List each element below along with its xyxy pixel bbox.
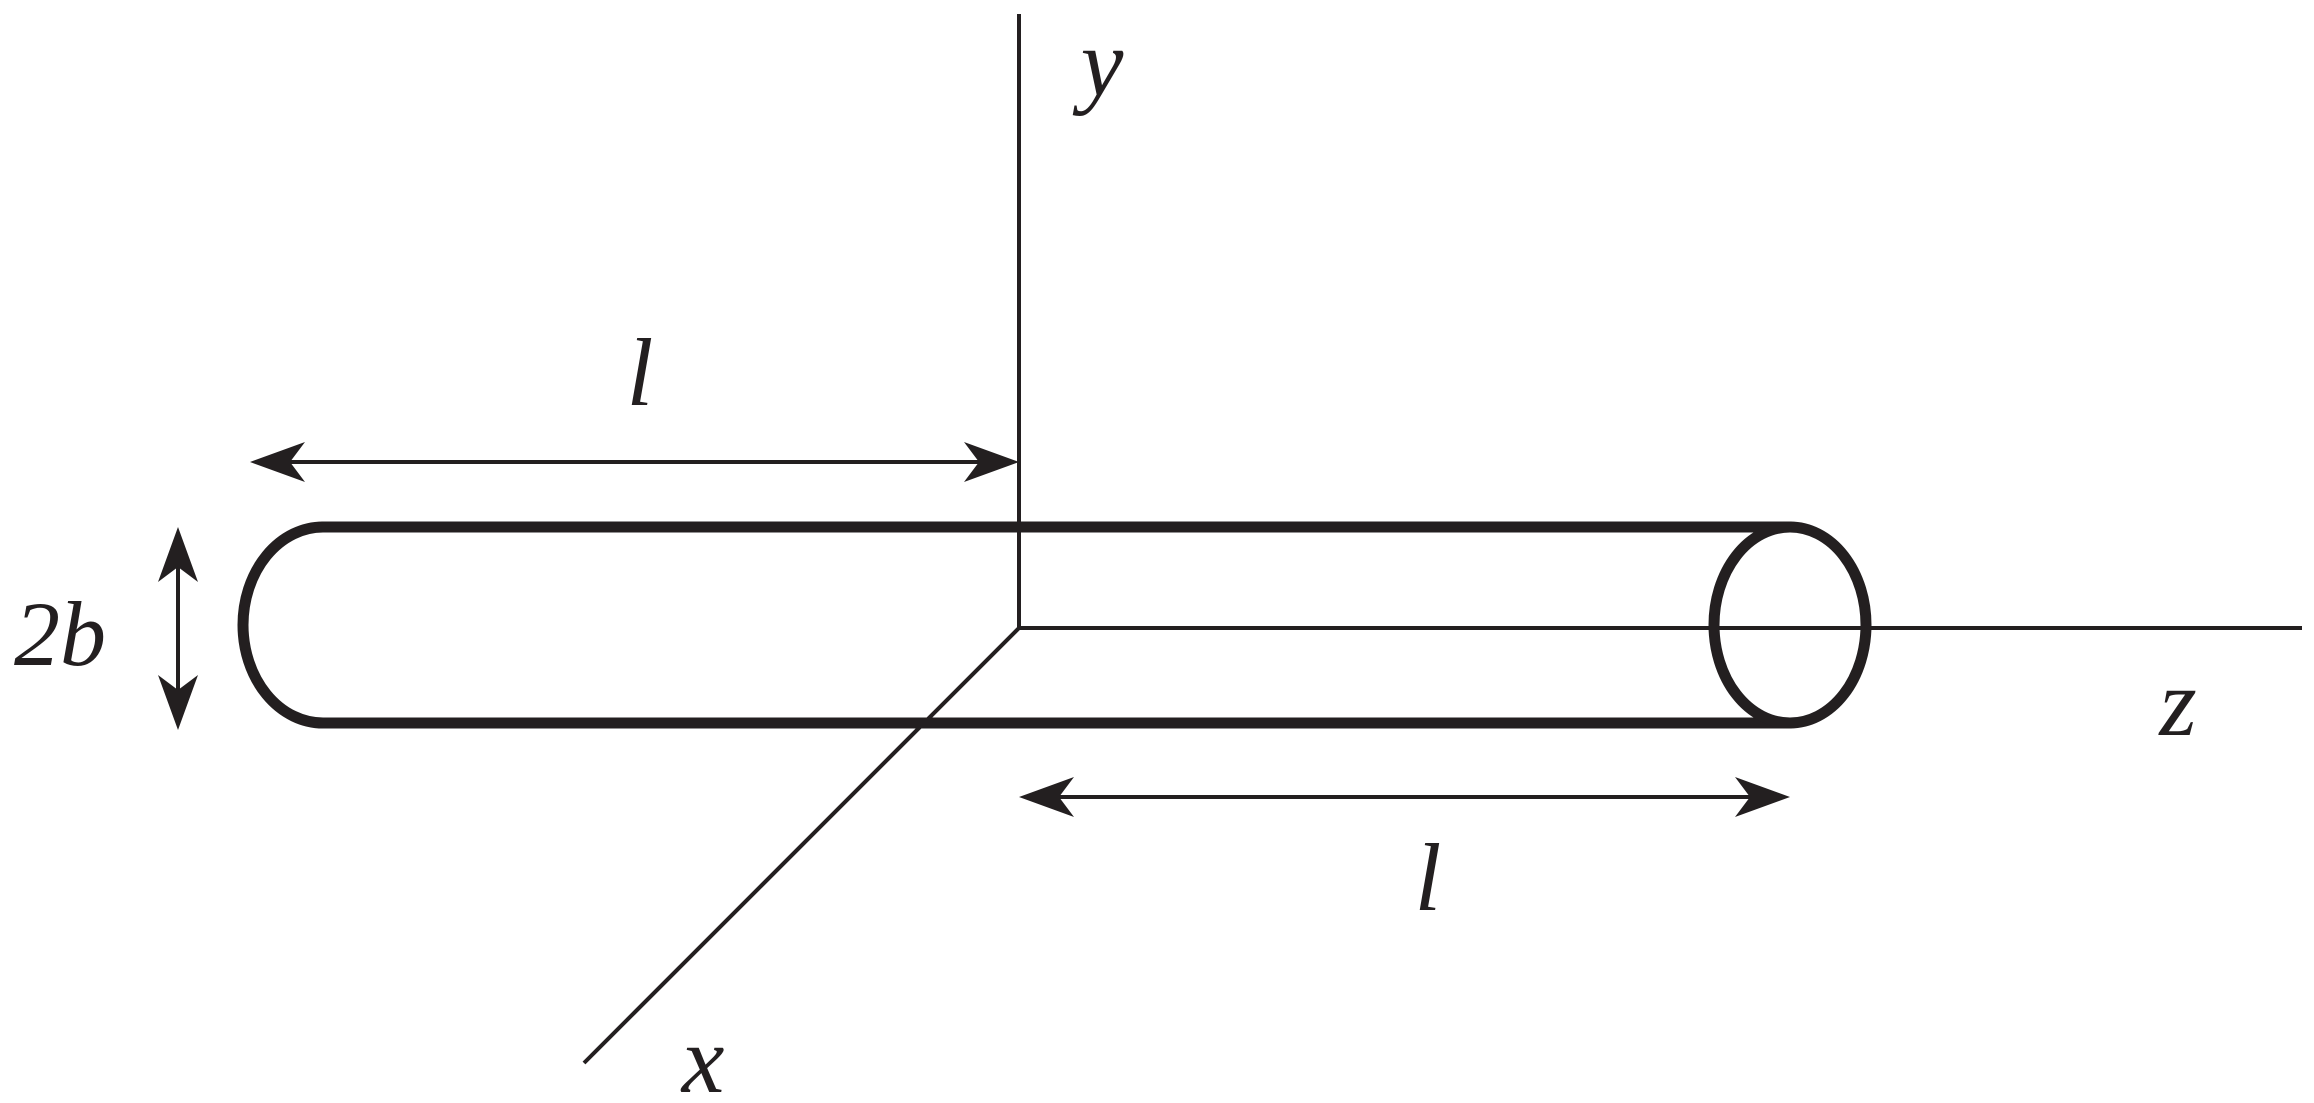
cylinder-left-end	[237, 521, 329, 729]
length-left-label: l	[627, 319, 654, 426]
x-axis	[582, 626, 1021, 1065]
diameter-arrowhead-bottom	[158, 675, 198, 730]
diameter-dimension: 2b	[14, 527, 198, 730]
y-axis-label: y	[1072, 9, 1124, 116]
length-dimension-right: l	[1019, 777, 1790, 931]
diameter-label: 2b	[14, 583, 106, 685]
length-dimension-left: l	[250, 319, 1019, 482]
z-axis-label: z	[2157, 649, 2196, 756]
coordinate-axes	[582, 14, 2302, 1065]
length-right-label: l	[1415, 824, 1442, 931]
diameter-arrowhead-top	[158, 527, 198, 582]
length-left-arrowhead-left	[250, 442, 305, 482]
length-right-arrowhead-right	[1735, 777, 1790, 817]
cylinder-right-end	[1708, 521, 1872, 729]
length-left-arrowhead-right	[964, 442, 1019, 482]
cylinder	[237, 521, 1872, 729]
length-right-arrowhead-left	[1019, 777, 1074, 817]
x-axis-label: x	[680, 1006, 725, 1103]
